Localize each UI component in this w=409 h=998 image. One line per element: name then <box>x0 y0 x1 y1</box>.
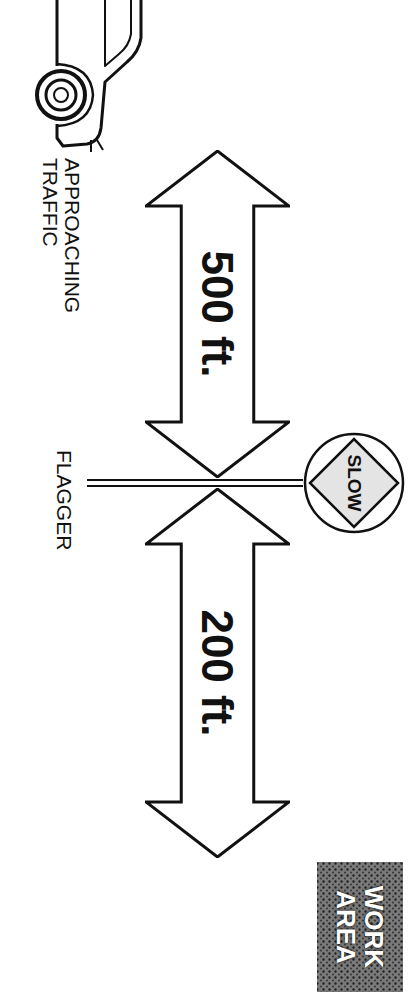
distance-arrow: 200 ft. <box>145 488 290 858</box>
sign-pole <box>87 480 303 486</box>
distance-arrow: 500 ft. <box>145 150 290 478</box>
flagger-label: FLAGGER <box>53 450 75 610</box>
sign-diamond <box>310 439 398 527</box>
sign-ground <box>317 862 403 992</box>
stipple <box>317 862 403 992</box>
sign-text: WORK AREA <box>332 868 388 986</box>
sign-text: SLOW <box>344 455 365 512</box>
traffic-label: APPROACHING TRAFFIC <box>39 158 83 358</box>
distance-text: 500 ft. <box>194 250 242 377</box>
slow-sign: SLOW <box>303 432 405 534</box>
distance-text: 200 ft. <box>194 609 242 736</box>
car-illustration <box>37 0 141 152</box>
double-arrow <box>146 489 289 857</box>
sign-circle <box>305 434 403 532</box>
double-arrow <box>146 151 289 477</box>
work-area-sign: WORK AREA <box>317 862 403 992</box>
